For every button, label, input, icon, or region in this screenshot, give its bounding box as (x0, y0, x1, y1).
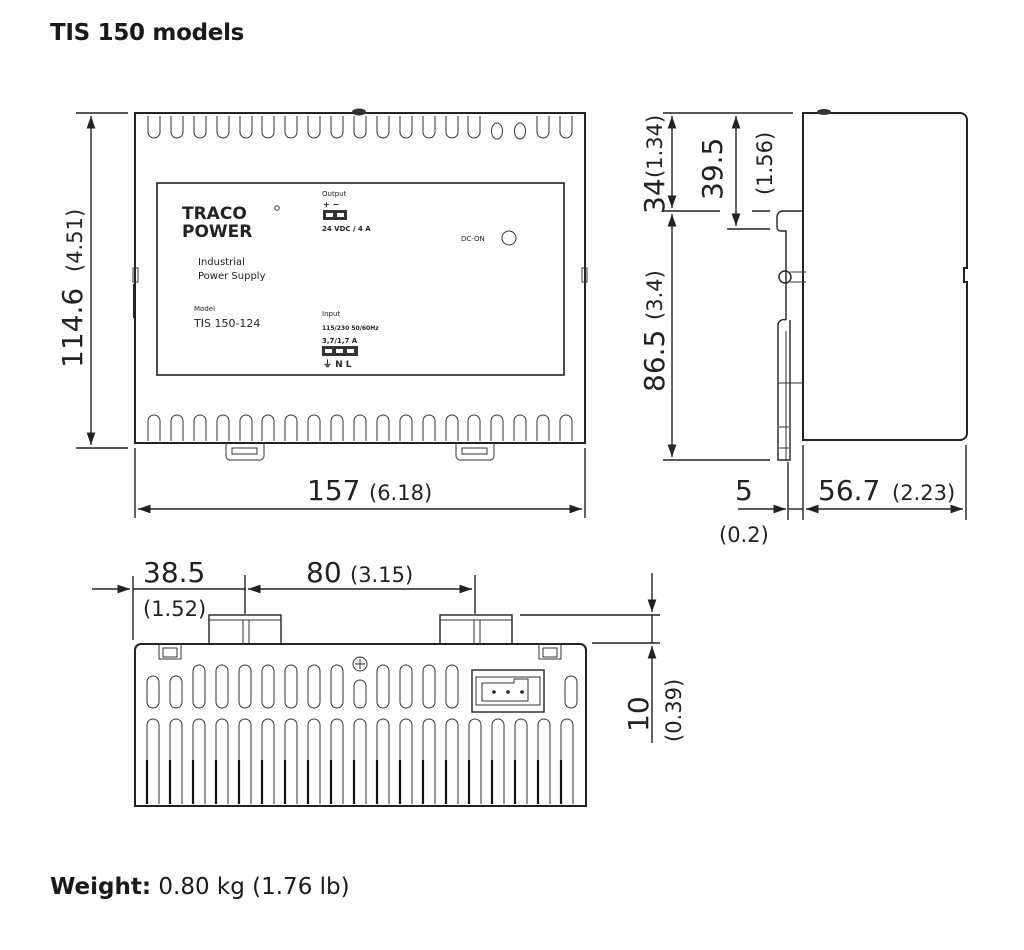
dim-height-mm: 114.6 (56, 288, 89, 368)
vent-shading (145, 760, 563, 804)
weight-spec: Weight: 0.80 kg (1.76 lb) (50, 874, 350, 900)
ground-screw-icon (352, 656, 368, 672)
input-voltage: 115/230 50/60Hz (322, 325, 379, 332)
dc-on-label: DC-ON (461, 235, 485, 243)
dim-clip-spacing-mm: 80 (306, 556, 342, 589)
description-line2: Power Supply (198, 271, 266, 282)
dim-clip-depth-mm: 5 (735, 474, 753, 507)
output-caption: Output (322, 190, 347, 198)
description-line1: Industrial (198, 257, 245, 268)
din-clip (225, 443, 265, 461)
dim-clip-height-mm: 10 (622, 696, 655, 732)
din-clip (455, 443, 495, 461)
dim-top-offset-mm: 34 (638, 178, 671, 214)
dim-clip1-offset-mm: 38.5 (143, 556, 205, 589)
model-number: TIS 150-124 (193, 317, 260, 330)
output-polarity: + − (323, 200, 339, 209)
weight-value: 0.80 kg (1.76 lb) (158, 874, 350, 900)
output-rating: 24 VDC / 4 A (322, 225, 371, 233)
product-label (156, 182, 565, 376)
upper-vent-row (146, 664, 578, 709)
dim-clip-height-in: (0.39) (662, 679, 686, 742)
dim-clip-depth-in: (0.2) (719, 523, 769, 547)
input-caption: Input (322, 310, 340, 318)
dim-rail-offset-mm: 39.5 (696, 138, 729, 200)
screw-icon (352, 108, 366, 116)
dim-lower-height-mm: 86.5 (638, 330, 671, 392)
dim-width-in: (6.18) (369, 481, 432, 505)
output-terminal-icon (323, 210, 347, 220)
dim-rail-offset-in: (1.56) (753, 132, 777, 195)
dc-on-led-icon (501, 230, 517, 246)
weight-label: Weight: (50, 874, 152, 900)
dim-lower-height-in: (3.4) (643, 270, 667, 320)
dim-height-in: (4.51) (63, 209, 87, 272)
bottom-vents (147, 414, 573, 441)
input-terminal-labels: ⏚ N L (323, 359, 352, 370)
dim-clip1-offset-in: (1.52) (143, 597, 206, 621)
side-view: 34 (1.34) 39.5 (1.56) 86.5 (3.4) 5 (0.2)… (638, 109, 968, 547)
dim-clip-spacing-in: (3.15) (350, 563, 413, 587)
lower-vent-row (146, 718, 574, 804)
dim-top-offset-in: (1.34) (643, 115, 667, 178)
brand-logo-line1: TRACO (182, 204, 247, 224)
dim-depth-mm: 56.7 (818, 474, 880, 507)
page-title: TIS 150 models (50, 20, 245, 46)
top-vents (147, 116, 573, 140)
brand-logo-line2: POWER (182, 222, 252, 242)
input-current: 3,7/1,7 A (322, 337, 358, 345)
bottom-view: 38.5 (1.52) 80 (3.15) 10 (0.39) (92, 556, 686, 807)
model-caption: Model (194, 305, 215, 313)
front-view: TRACO POWER Industrial Power Supply Mode… (56, 108, 588, 518)
dim-depth-in: (2.23) (892, 481, 955, 505)
connector-block-icon (471, 669, 545, 713)
dim-width-mm: 157 (307, 474, 360, 507)
